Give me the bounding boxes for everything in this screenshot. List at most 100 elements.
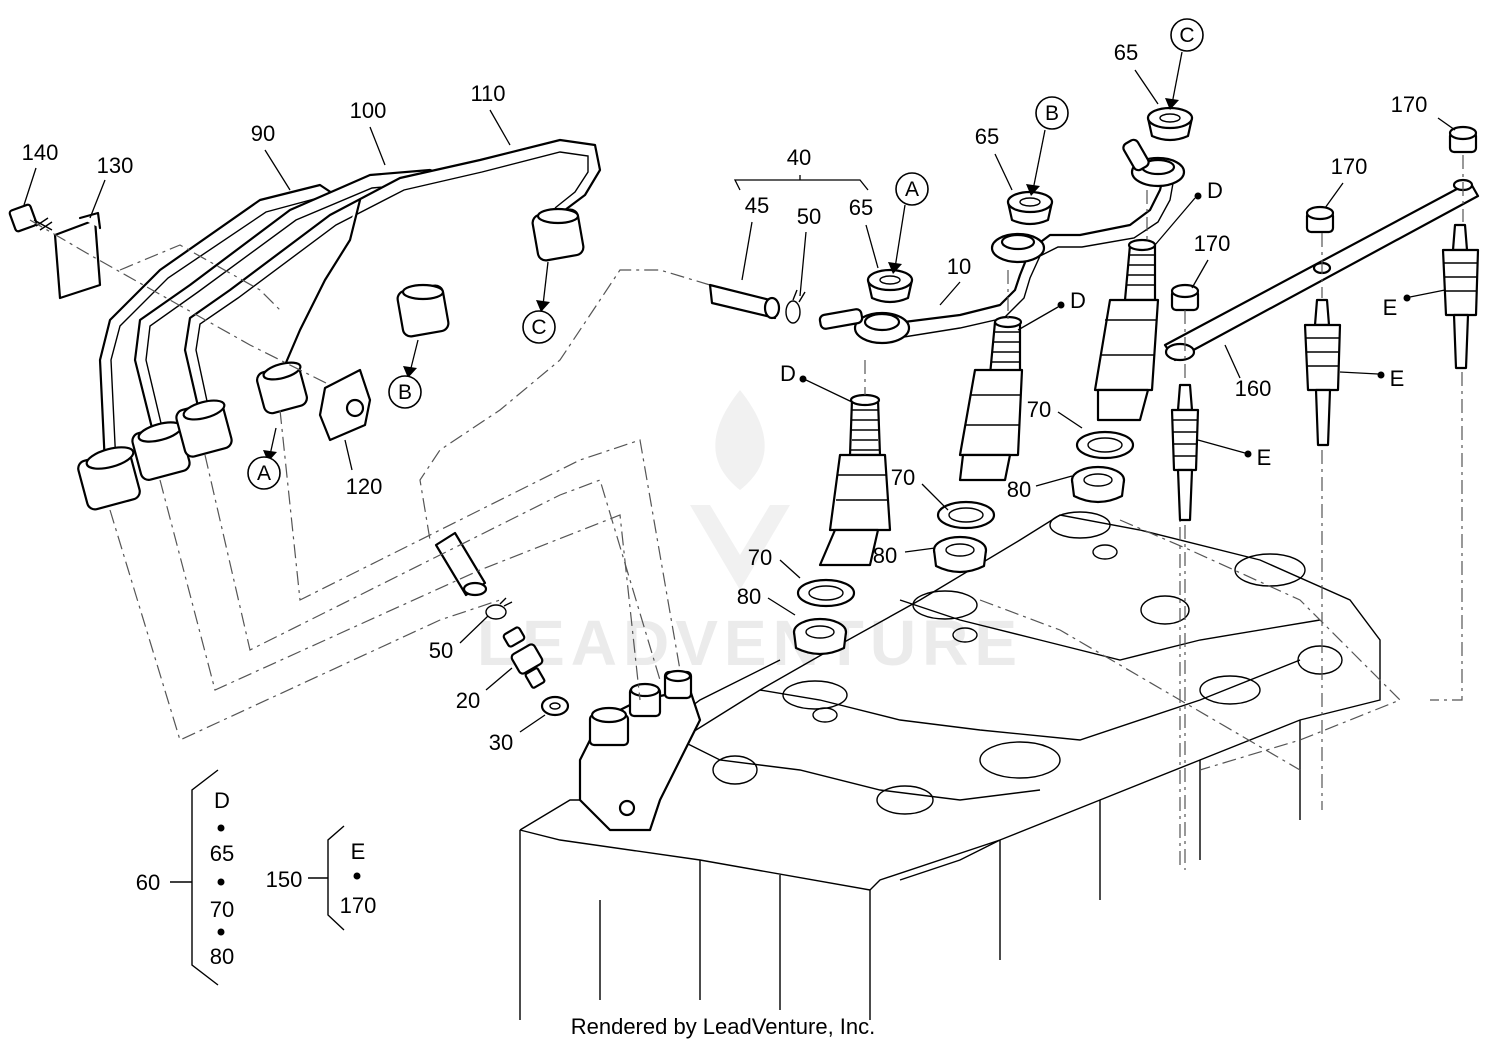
circled-label-ring [1170, 18, 1204, 52]
nut-65-c [1146, 106, 1194, 142]
footer-credit: Rendered by LeadVenture, Inc. [571, 1014, 876, 1039]
callout-c100: 100 [350, 98, 387, 123]
callout-c70c: 70 [748, 545, 772, 570]
watermark-v-icon [690, 505, 790, 590]
nut-170-a [1448, 125, 1478, 154]
callout-c170b: 170 [1331, 154, 1368, 179]
callout-c170c: 170 [1194, 231, 1231, 256]
circled-label-text: A [257, 462, 271, 485]
hose-route [419, 269, 711, 541]
callout-c10: 10 [947, 254, 971, 279]
callout-c110: 110 [470, 81, 505, 106]
circled-label-text: B [398, 381, 412, 404]
glow-plug-1 [1170, 383, 1200, 522]
callout-c70b: 70 [891, 465, 915, 490]
dot-label-dE2: E [1390, 366, 1405, 391]
injection-pump [578, 669, 702, 832]
nut-170-c [1170, 283, 1200, 312]
callout-c65b: 65 [975, 124, 999, 149]
washer-70-1 [796, 578, 856, 608]
glow-plug-centerlines [979, 155, 1464, 870]
callout-c45: 45 [745, 193, 769, 218]
circled-label-ring [895, 172, 929, 206]
watermark-text: LEADVENTURE [477, 607, 1023, 679]
nut-170-b [1305, 205, 1335, 234]
washer-30-hole [549, 702, 561, 710]
circled-label-cC1: C [522, 310, 556, 344]
leader-lines [23, 69, 1456, 733]
watermark-flame-icon [715, 390, 765, 490]
injector-3 [1093, 238, 1160, 422]
circled-label-text: A [905, 178, 919, 201]
kit-60-number: 60 [136, 870, 160, 895]
dot-leaders [799, 192, 1446, 458]
nut-65-b [1006, 190, 1054, 226]
injection-pipes [98, 138, 602, 467]
circled-label-ring [1035, 96, 1069, 130]
reference-arrows [263, 51, 1183, 462]
washer-70-3 [1075, 430, 1135, 460]
leak-off-hose-lower [434, 531, 488, 597]
pipe-clamp-130 [53, 211, 102, 300]
seal-80-1 [792, 617, 848, 656]
callout-c65a: 65 [849, 195, 873, 220]
callout-c160: 160 [1235, 376, 1272, 401]
cylinder-head [519, 511, 1381, 1020]
washer-30 [540, 695, 570, 717]
circled-label-text: C [531, 316, 546, 339]
kit-150-item-1: E [351, 839, 366, 864]
callout-c65c: 65 [1114, 40, 1138, 65]
callout-c80c: 80 [737, 584, 761, 609]
watermark: LEADVENTURE [477, 390, 1023, 679]
callout-c90: 90 [251, 121, 275, 146]
pipe-nuts [77, 207, 585, 511]
kit-150-item-2: 170 [340, 893, 377, 918]
bolt-140 [8, 203, 53, 233]
callout-c70a: 70 [1027, 397, 1051, 422]
dot-label-dD1: D [780, 361, 796, 386]
clamp-alignment-line [29, 219, 331, 386]
callout-c120: 120 [346, 474, 383, 499]
glow-plug-2 [1303, 298, 1342, 447]
circled-label-ring [522, 310, 556, 344]
seal-80-3 [1070, 465, 1126, 504]
pipe-clamp-120 [318, 368, 372, 442]
circled-label-cB2: B [1035, 96, 1069, 130]
glow-plug-3 [1441, 223, 1480, 370]
callout-c40: 40 [787, 145, 811, 170]
kit-60-item-2: 65 [210, 841, 234, 866]
kit-60-item-1: D [214, 788, 230, 813]
circled-label-cA2: A [895, 172, 929, 206]
circled-label-cA1: A [247, 456, 281, 490]
kit-150-number: 150 [266, 867, 303, 892]
kit-legend-150: 150 E 170 [266, 825, 377, 931]
seal-80-2 [932, 535, 988, 574]
circled-label-text: C [1179, 24, 1194, 47]
kit-legend-60: 60 D 65 70 80 [136, 769, 234, 986]
washer-70-2 [936, 500, 996, 530]
callout-c170a: 170 [1391, 92, 1428, 117]
leak-off-pipe-10 [818, 138, 1186, 345]
clip-50-lower [485, 597, 513, 620]
circled-label-cB1: B [388, 375, 422, 409]
dot-label-dE1: E [1257, 445, 1272, 470]
callout-c50b: 50 [429, 638, 453, 663]
injector-1 [818, 393, 892, 567]
callout-c50a: 50 [797, 204, 821, 229]
callout-c80a: 80 [1007, 477, 1031, 502]
overflow-fitting-20 [502, 626, 546, 689]
dot-label-dD2: D [1070, 288, 1086, 313]
callout-c140: 140 [22, 140, 59, 165]
callout-c20: 20 [456, 688, 480, 713]
callout-c80b: 80 [873, 543, 897, 568]
kit-60-item-4: 80 [210, 944, 234, 969]
nut-65-a [866, 268, 914, 304]
kit-60-item-3: 70 [210, 897, 234, 922]
dot-label-dE3: E [1383, 295, 1398, 320]
callout-c30: 30 [489, 730, 513, 755]
injector-centerlines [864, 190, 1181, 870]
clip-50-upper [785, 289, 806, 324]
